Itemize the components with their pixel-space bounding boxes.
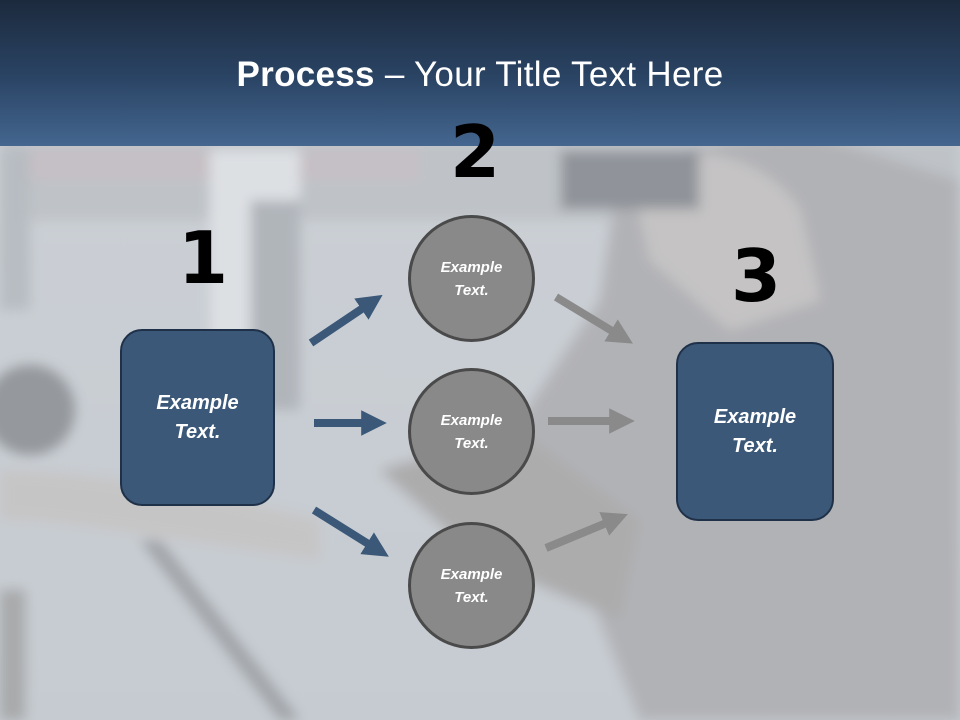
circle-top-line1: Example: [440, 258, 503, 276]
circle-bottom-line2: Text.: [454, 588, 489, 606]
title-bold: Process: [236, 55, 375, 94]
step-3-text-line2: Text.: [732, 434, 778, 457]
circle-middle-line2: Text.: [454, 434, 489, 452]
circle-top-line2: Text.: [454, 281, 489, 299]
step-1-text-line2: Text.: [174, 420, 221, 443]
title-bar: Process – Your Title Text Here: [0, 0, 960, 146]
step-1-text-line1: Example: [156, 391, 239, 414]
title-rest: – Your Title Text Here: [374, 55, 724, 94]
circle-middle-line1: Example: [440, 411, 503, 429]
step-number-1: 1: [178, 216, 229, 300]
slide-title: Process – Your Title Text Here: [0, 52, 960, 98]
step-number-2: 2: [450, 110, 501, 194]
step-number-3: 3: [731, 234, 782, 318]
circle-bottom-line1: Example: [440, 565, 503, 583]
step-3-text-line1: Example: [713, 405, 797, 428]
